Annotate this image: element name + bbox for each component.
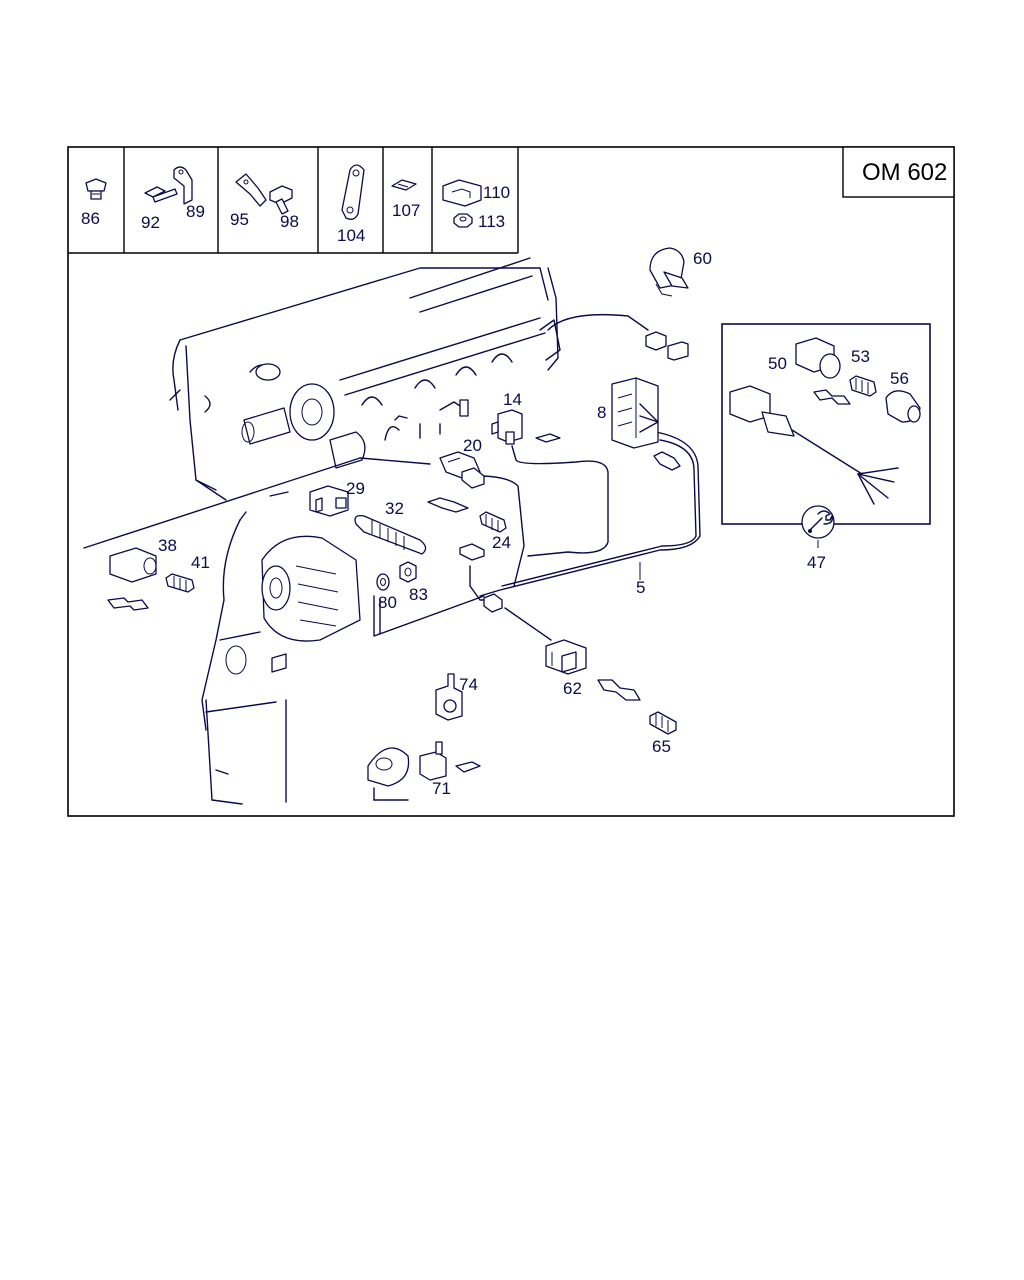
label-83: 83 — [409, 585, 428, 604]
sensor-with-leads[interactable] — [729, 385, 899, 505]
label-95: 95 — [230, 210, 249, 229]
engine-block-drawing — [83, 257, 561, 805]
part-60-clamp[interactable] — [649, 247, 689, 297]
label-50: 50 — [768, 354, 787, 373]
wiring-harness-5[interactable] — [373, 313, 701, 641]
part-110-holder[interactable] — [442, 179, 482, 207]
part-65-seal[interactable] — [597, 679, 677, 735]
part-107-clip[interactable] — [391, 179, 417, 191]
part-95-clamp[interactable] — [235, 173, 267, 207]
label-14: 14 — [503, 390, 522, 409]
label-41: 41 — [191, 553, 210, 572]
part-labels: 86 92 89 95 98 104 107 110 113 60 14 8 2… — [81, 183, 909, 798]
label-107: 107 — [392, 201, 420, 220]
label-89: 89 — [186, 202, 205, 221]
part-83-nut[interactable] — [399, 561, 417, 583]
label-53: 53 — [851, 347, 870, 366]
diagram-frame — [67, 146, 955, 817]
label-80: 80 — [378, 593, 397, 612]
part-62-connector[interactable] — [545, 639, 587, 675]
label-24: 24 — [492, 533, 511, 552]
label-62: 62 — [563, 679, 582, 698]
part-113-nut[interactable] — [453, 213, 473, 228]
part-74-sensor[interactable] — [435, 673, 463, 721]
label-110: 110 — [483, 183, 510, 202]
part-50-connector[interactable] — [795, 337, 851, 405]
label-71: 71 — [432, 779, 451, 798]
label-5: 5 — [636, 578, 645, 597]
part-14-switch[interactable] — [491, 409, 561, 445]
label-29: 29 — [346, 479, 365, 498]
label-65: 65 — [652, 737, 671, 756]
part-29-connector[interactable] — [309, 485, 349, 517]
label-60: 60 — [693, 249, 712, 268]
label-98: 98 — [280, 212, 299, 231]
label-104: 104 — [337, 226, 365, 245]
part-53-seal[interactable] — [849, 375, 877, 397]
label-47: 47 — [807, 553, 826, 572]
part-92-bolt[interactable] — [144, 186, 178, 203]
label-38: 38 — [158, 536, 177, 555]
label-20: 20 — [463, 436, 482, 455]
part-89-bracket[interactable] — [173, 166, 193, 205]
label-92: 92 — [141, 213, 160, 232]
part-8-connector-block[interactable] — [611, 377, 681, 471]
part-47-repair-kit[interactable] — [801, 505, 835, 539]
part-104-plate[interactable] — [341, 164, 365, 220]
part-56-plug[interactable] — [885, 390, 921, 423]
part-80-ring[interactable] — [376, 573, 390, 591]
label-56: 56 — [890, 369, 909, 388]
label-86: 86 — [81, 209, 100, 228]
part-24-seal[interactable] — [459, 511, 507, 561]
model-label: OM 602 — [862, 159, 947, 186]
part-41-seal[interactable] — [165, 573, 195, 593]
part-38-connector[interactable] — [107, 547, 157, 611]
part-20-sensor[interactable] — [439, 451, 485, 489]
part-71-sensor[interactable] — [367, 741, 481, 801]
callout-leaders — [639, 540, 819, 580]
label-74: 74 — [459, 675, 478, 694]
label-8: 8 — [597, 403, 606, 422]
wrench-icon — [808, 510, 834, 533]
part-98-bolt[interactable] — [269, 185, 293, 215]
label-32: 32 — [385, 499, 404, 518]
model-label-box: OM 602 — [842, 146, 955, 198]
part-32-glow-sleeve[interactable] — [354, 497, 469, 555]
part-86-screw[interactable] — [85, 178, 107, 200]
label-113: 113 — [478, 212, 505, 231]
